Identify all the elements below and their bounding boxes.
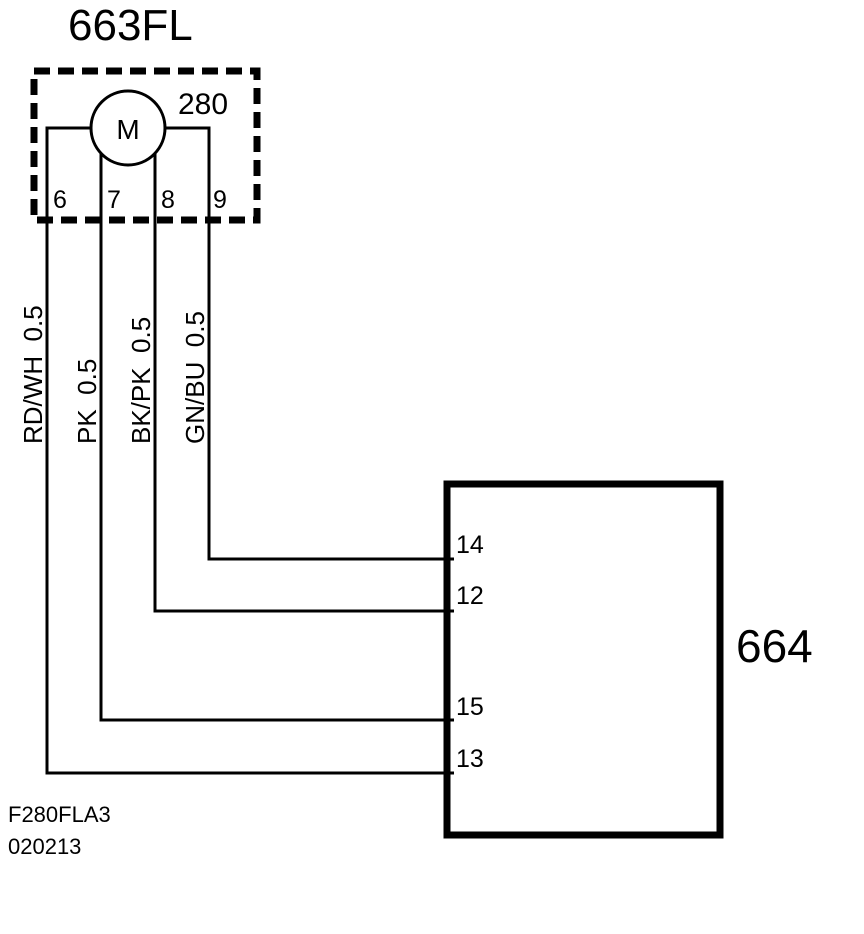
wire-label-bk-pk: BK/PK 0.5 — [126, 317, 156, 444]
component-664-pin-14: 14 — [456, 531, 484, 559]
wire-label-gn-bu: GN/BU 0.5 — [180, 311, 210, 444]
motor-symbol-label: M — [116, 114, 139, 145]
wire-gn-bu — [207, 220, 454, 561]
component-664-pin-15: 15 — [456, 693, 484, 721]
component-663-housing — [30, 67, 261, 224]
motor-internal-wire-left — [45, 126, 91, 220]
footer-code: F280FLA3 — [8, 802, 111, 827]
component-663-subtitle: 280 — [178, 88, 228, 121]
wire-label-pk: PK 0.5 — [72, 359, 102, 444]
wire-rd-wh — [45, 220, 454, 775]
motor-icon: M — [89, 89, 167, 167]
component-664-title: 664 — [736, 620, 813, 672]
component-664-pin-12: 12 — [456, 582, 484, 610]
component-664-pin-13: 13 — [456, 745, 484, 773]
motor-internal-wire-right — [165, 126, 211, 220]
component-663-pin-9: 9 — [213, 186, 227, 214]
component-663-pin-7: 7 — [107, 186, 121, 214]
component-664-box — [443, 480, 724, 839]
wire-bk-pk — [153, 220, 454, 613]
footer-date: 020213 — [8, 834, 81, 859]
wire-pk — [99, 220, 454, 722]
wire-label-rd-wh: RD/WH 0.5 — [18, 305, 48, 444]
component-663-pin-6: 6 — [53, 186, 67, 214]
component-663-pin-8: 8 — [161, 186, 175, 214]
component-663-title: 663FL — [68, 1, 193, 50]
